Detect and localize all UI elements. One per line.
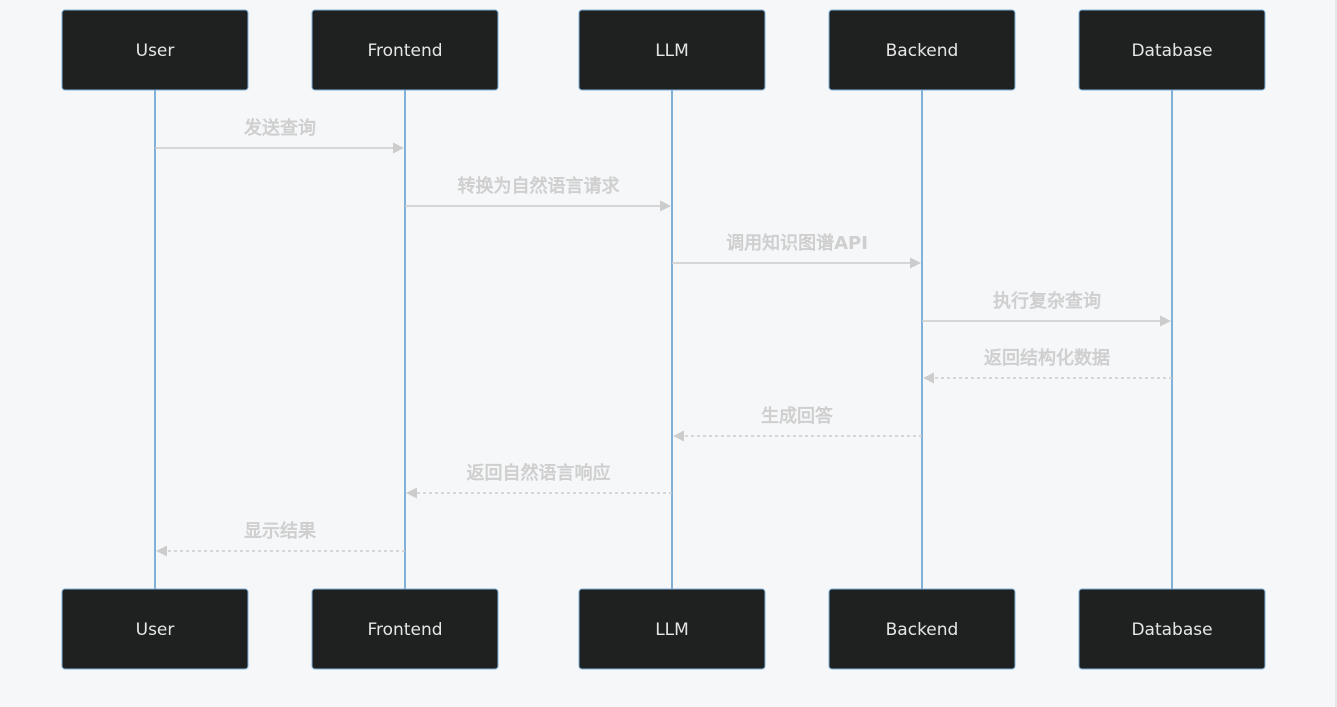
- actor-box: [61, 588, 249, 670]
- actor-llm-bottom[interactable]: LLM: [578, 588, 766, 670]
- actor-frontend-top[interactable]: Frontend: [311, 9, 499, 91]
- actors-top: User Frontend LLM Backend Database: [61, 9, 1266, 91]
- message-7: 返回自然语言响应: [406, 462, 672, 499]
- message-label: 执行复杂查询: [993, 290, 1101, 312]
- actor-box: [311, 588, 499, 670]
- message-3: 调用知识图谱API: [672, 232, 921, 269]
- arrow-head-icon: [673, 430, 684, 442]
- actor-label: User: [136, 620, 175, 640]
- actor-backend-top[interactable]: Backend: [828, 9, 1016, 91]
- message-1: 发送查询: [155, 117, 404, 154]
- actor-label: User: [136, 41, 175, 61]
- actor-box: [828, 588, 1016, 670]
- message-5: 返回结构化数据: [923, 347, 1172, 384]
- message-8: 显示结果: [156, 520, 405, 557]
- actor-user-bottom[interactable]: User: [61, 588, 249, 670]
- actor-frontend-bottom[interactable]: Frontend: [311, 588, 499, 670]
- actor-box: [578, 588, 766, 670]
- message-label: 生成回答: [761, 405, 834, 427]
- actor-database-bottom[interactable]: Database: [1078, 588, 1266, 670]
- message-label: 返回结构化数据: [984, 347, 1110, 369]
- arrow-head-icon: [1160, 315, 1171, 327]
- actor-box: [311, 9, 499, 91]
- right-edge-divider: [1335, 0, 1337, 707]
- actor-box: [1078, 588, 1266, 670]
- actor-box: [61, 9, 249, 91]
- actor-label: LLM: [655, 620, 689, 640]
- arrow-head-icon: [156, 545, 167, 557]
- message-label: 发送查询: [243, 117, 316, 139]
- message-6: 生成回答: [673, 405, 922, 442]
- actor-backend-bottom[interactable]: Backend: [828, 588, 1016, 670]
- lifelines: [154, 90, 1173, 589]
- actor-label: Backend: [886, 620, 959, 640]
- actor-label: Frontend: [367, 620, 442, 640]
- message-2: 转换为自然语言请求: [405, 175, 671, 212]
- actor-label: Backend: [886, 41, 959, 61]
- arrow-head-icon: [660, 200, 671, 212]
- message-label: 调用知识图谱API: [726, 232, 868, 254]
- actor-box: [578, 9, 766, 91]
- actor-label: LLM: [655, 41, 689, 61]
- actor-user-top[interactable]: User: [61, 9, 249, 91]
- arrow-head-icon: [406, 487, 417, 499]
- arrow-head-icon: [910, 257, 921, 269]
- arrow-head-icon: [393, 142, 404, 154]
- actor-label: Database: [1131, 620, 1212, 640]
- actor-box: [1078, 9, 1266, 91]
- actor-box: [828, 9, 1016, 91]
- arrow-head-icon: [923, 372, 934, 384]
- message-label: 转换为自然语言请求: [458, 175, 621, 197]
- message-label: 返回自然语言响应: [467, 462, 611, 484]
- actors-bottom: User Frontend LLM Backend Database: [61, 588, 1266, 670]
- message-label: 显示结果: [244, 520, 317, 542]
- actor-llm-top[interactable]: LLM: [578, 9, 766, 91]
- actor-database-top[interactable]: Database: [1078, 9, 1266, 91]
- actor-label: Database: [1131, 41, 1212, 61]
- actor-label: Frontend: [367, 41, 442, 61]
- message-4: 执行复杂查询: [922, 290, 1171, 327]
